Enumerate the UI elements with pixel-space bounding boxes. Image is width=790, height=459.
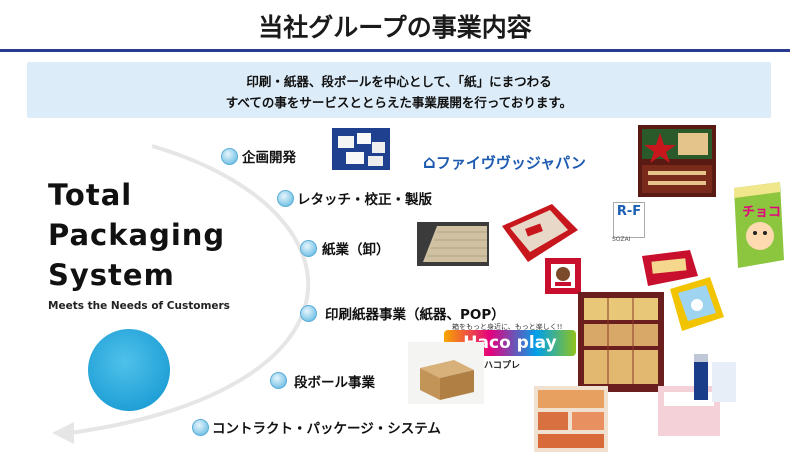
kfc-bucket-image xyxy=(545,258,581,294)
page-title: 当社グループの事業内容 xyxy=(258,13,532,42)
haco-play-kana: ハコプレ xyxy=(484,361,521,371)
banner-line-1: 印刷・紙器、段ボールを中心として、「紙」にまつわる xyxy=(246,74,552,89)
haco-play-tagline: 箱をもっと身近に、もっと楽しく!! xyxy=(452,323,563,331)
bullet-icon xyxy=(277,190,294,207)
frozen-food-image xyxy=(534,386,608,452)
cosmetic-box-image xyxy=(658,354,736,436)
concept-line-1: Total xyxy=(48,178,133,212)
rf-logo-sub: SOZAI xyxy=(612,236,631,243)
gift-assortment-image xyxy=(578,292,664,392)
title-rule xyxy=(0,49,790,52)
bullet-icon xyxy=(192,419,209,436)
bullet-icon xyxy=(300,240,317,257)
item-corrugated: 段ボール事業 xyxy=(294,375,375,391)
white-boxes-image xyxy=(332,128,390,170)
process-arc xyxy=(52,144,310,444)
snack-box-image: チョコ xyxy=(734,182,784,268)
five-j-logo: ⌂ファイヴヴッジャパン xyxy=(423,152,586,173)
red-gift-box-image xyxy=(642,250,698,286)
intro-banner xyxy=(27,62,771,118)
five-j-mark-icon: ⌂ xyxy=(423,152,436,173)
concept-tagline: Meets the Needs of Customers xyxy=(48,300,230,312)
item-contract-packaging: コントラクト・パッケージ・システム xyxy=(212,421,441,437)
concept-line-2: Packaging xyxy=(48,218,226,252)
snow-box-image xyxy=(670,277,724,331)
bullet-icon xyxy=(221,148,238,165)
rf-logo: R-F xyxy=(613,202,645,238)
bullet-icon xyxy=(300,305,317,322)
item-printing-boxes: 印刷紙器事業（紙器、POP） xyxy=(325,307,505,323)
item-retouch: レタッチ・校正・製版 xyxy=(297,192,432,208)
bullet-icon xyxy=(270,372,287,389)
item-planning: 企画開発 xyxy=(242,150,296,166)
paper-stack-image xyxy=(417,222,489,266)
matches-box-image xyxy=(638,125,716,197)
item-paper-wholesale: 紙業（卸） xyxy=(322,242,390,258)
accent-circle xyxy=(88,329,170,411)
concept-line-3: System xyxy=(48,258,175,292)
svg-text:チョコ: チョコ xyxy=(742,205,781,220)
cardboard-box-image xyxy=(408,342,484,404)
banner-line-2: すべての事をサービスととらえた事業展開を行っております。 xyxy=(225,95,573,110)
arrow-head-icon xyxy=(52,422,74,444)
red-box-image xyxy=(502,204,578,262)
